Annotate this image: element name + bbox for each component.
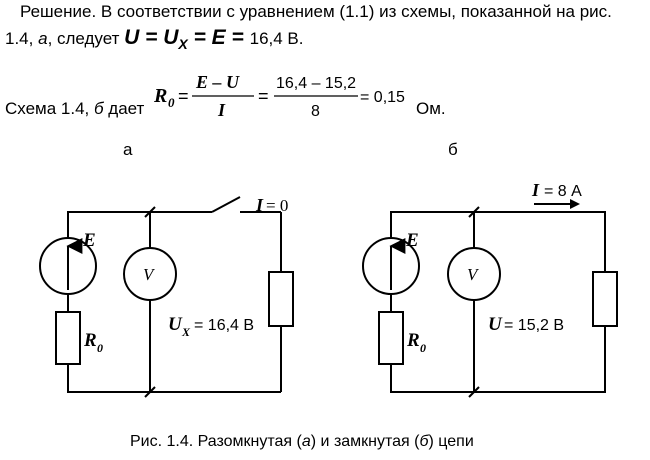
circuit-a-r0-sub: 0 xyxy=(97,341,103,355)
circuit-a-r0-resistor xyxy=(55,311,81,365)
circuit-b-top-wire xyxy=(390,211,606,272)
circuit-b-source-label: E xyxy=(405,230,419,251)
formula-den1: I xyxy=(217,100,226,120)
circuit-a-ux-label: U xyxy=(168,314,183,335)
line2-prefix: 1.4, xyxy=(5,29,39,48)
unit-ohm: Ом. xyxy=(416,99,446,119)
circuit-a-junction-bottom xyxy=(144,386,156,398)
caption-italic-b: б xyxy=(419,433,429,450)
scheme-italic-b: б xyxy=(93,99,104,118)
caption-prefix: Рис. 1.4. Разомкнутая ( xyxy=(130,433,302,450)
figure-label-a: а xyxy=(123,140,133,159)
circuit-b-load-resistor xyxy=(592,271,618,327)
caption-mid: ) и замкнутая ( xyxy=(310,433,420,450)
circuit-a xyxy=(39,196,294,398)
caption-italic-a: а xyxy=(301,433,311,450)
formula-num2: 16,4 – 15,2 xyxy=(276,75,356,92)
eq-sub-x: X xyxy=(178,36,188,53)
circuit-b-voltmeter-label: V xyxy=(467,265,480,284)
equation-u-ux: U = UX = E = xyxy=(124,26,250,53)
formula-den2: 8 xyxy=(311,103,320,120)
circuit-a-current-label: I xyxy=(255,195,264,215)
circuit-b-junction-bottom xyxy=(468,386,480,398)
formula-result: = 0,15 xyxy=(360,89,405,106)
circuit-b-r0-resistor xyxy=(378,311,404,365)
scheme-line: Схема 1.4, б дает xyxy=(5,99,144,119)
solution-line-1: Решение. В соответствии с уравнением (1.… xyxy=(20,2,612,22)
figure-label-b: б xyxy=(448,140,458,159)
circuit-b xyxy=(362,203,618,398)
formula-eq1: = xyxy=(178,86,189,106)
formula-lhs-sub: 0 xyxy=(168,95,175,110)
circuit-a-ux-value: = 16,4 В xyxy=(194,317,254,334)
formula-num1: E – U xyxy=(195,72,240,92)
circuit-b-u-value: = 15,2 В xyxy=(504,317,564,334)
circuit-a-ux-sub: X xyxy=(181,325,191,339)
eq-u: U = U xyxy=(124,26,179,49)
circuit-b-junction-top xyxy=(468,206,480,218)
circuit-b-current-label: I xyxy=(531,180,540,200)
circuit-a-load-resistor xyxy=(268,271,294,327)
formula-eq2: = xyxy=(258,86,269,106)
circuit-b-u-label: U xyxy=(488,314,503,335)
circuit-b-r0-label: R xyxy=(406,330,420,351)
circuit-a-current-value: = 0 xyxy=(266,196,288,215)
scheme-suffix: дает xyxy=(103,99,145,118)
circuit-b-bottom-wire xyxy=(390,326,606,393)
eq-e: = E = xyxy=(187,26,250,49)
circuit-b-r0-sub: 0 xyxy=(420,341,426,355)
circuit-a-junction-top xyxy=(144,206,156,218)
circuit-b-current-arrow-head xyxy=(570,199,580,209)
solution-line-2: 1.4, а, следует U = UX = E = 16,4 В. xyxy=(5,26,304,52)
scheme-prefix: Схема 1.4, xyxy=(5,99,94,118)
figure-caption: Рис. 1.4. Разомкнутая (а) и замкнутая (б… xyxy=(130,433,474,451)
formula-lhs: R xyxy=(153,85,167,107)
resistance-formula: R 0 = E – U I = 16,4 – 15,2 8 = 0,15 xyxy=(153,72,405,120)
line2-value: 16,4 В. xyxy=(249,29,304,48)
circuit-b-current-value: = 8 А xyxy=(544,183,582,200)
circuit-a-source-label: E xyxy=(82,230,96,251)
unit-ohm-text: Ом. xyxy=(416,99,446,118)
caption-suffix: ) цепи xyxy=(428,433,474,450)
circuit-a-voltmeter-label: V xyxy=(143,265,156,284)
circuit-a-r0-label: R xyxy=(83,330,97,351)
solution-text-1: Решение. В соответствии с уравнением (1.… xyxy=(20,2,612,21)
circuit-a-bottom-wire xyxy=(67,364,281,393)
circuit-a-switch-blade xyxy=(211,196,241,213)
line2-mid: , следует xyxy=(47,29,125,48)
line2-italic-a: а xyxy=(38,29,48,48)
circuit-a-top-wire-left xyxy=(67,211,212,238)
